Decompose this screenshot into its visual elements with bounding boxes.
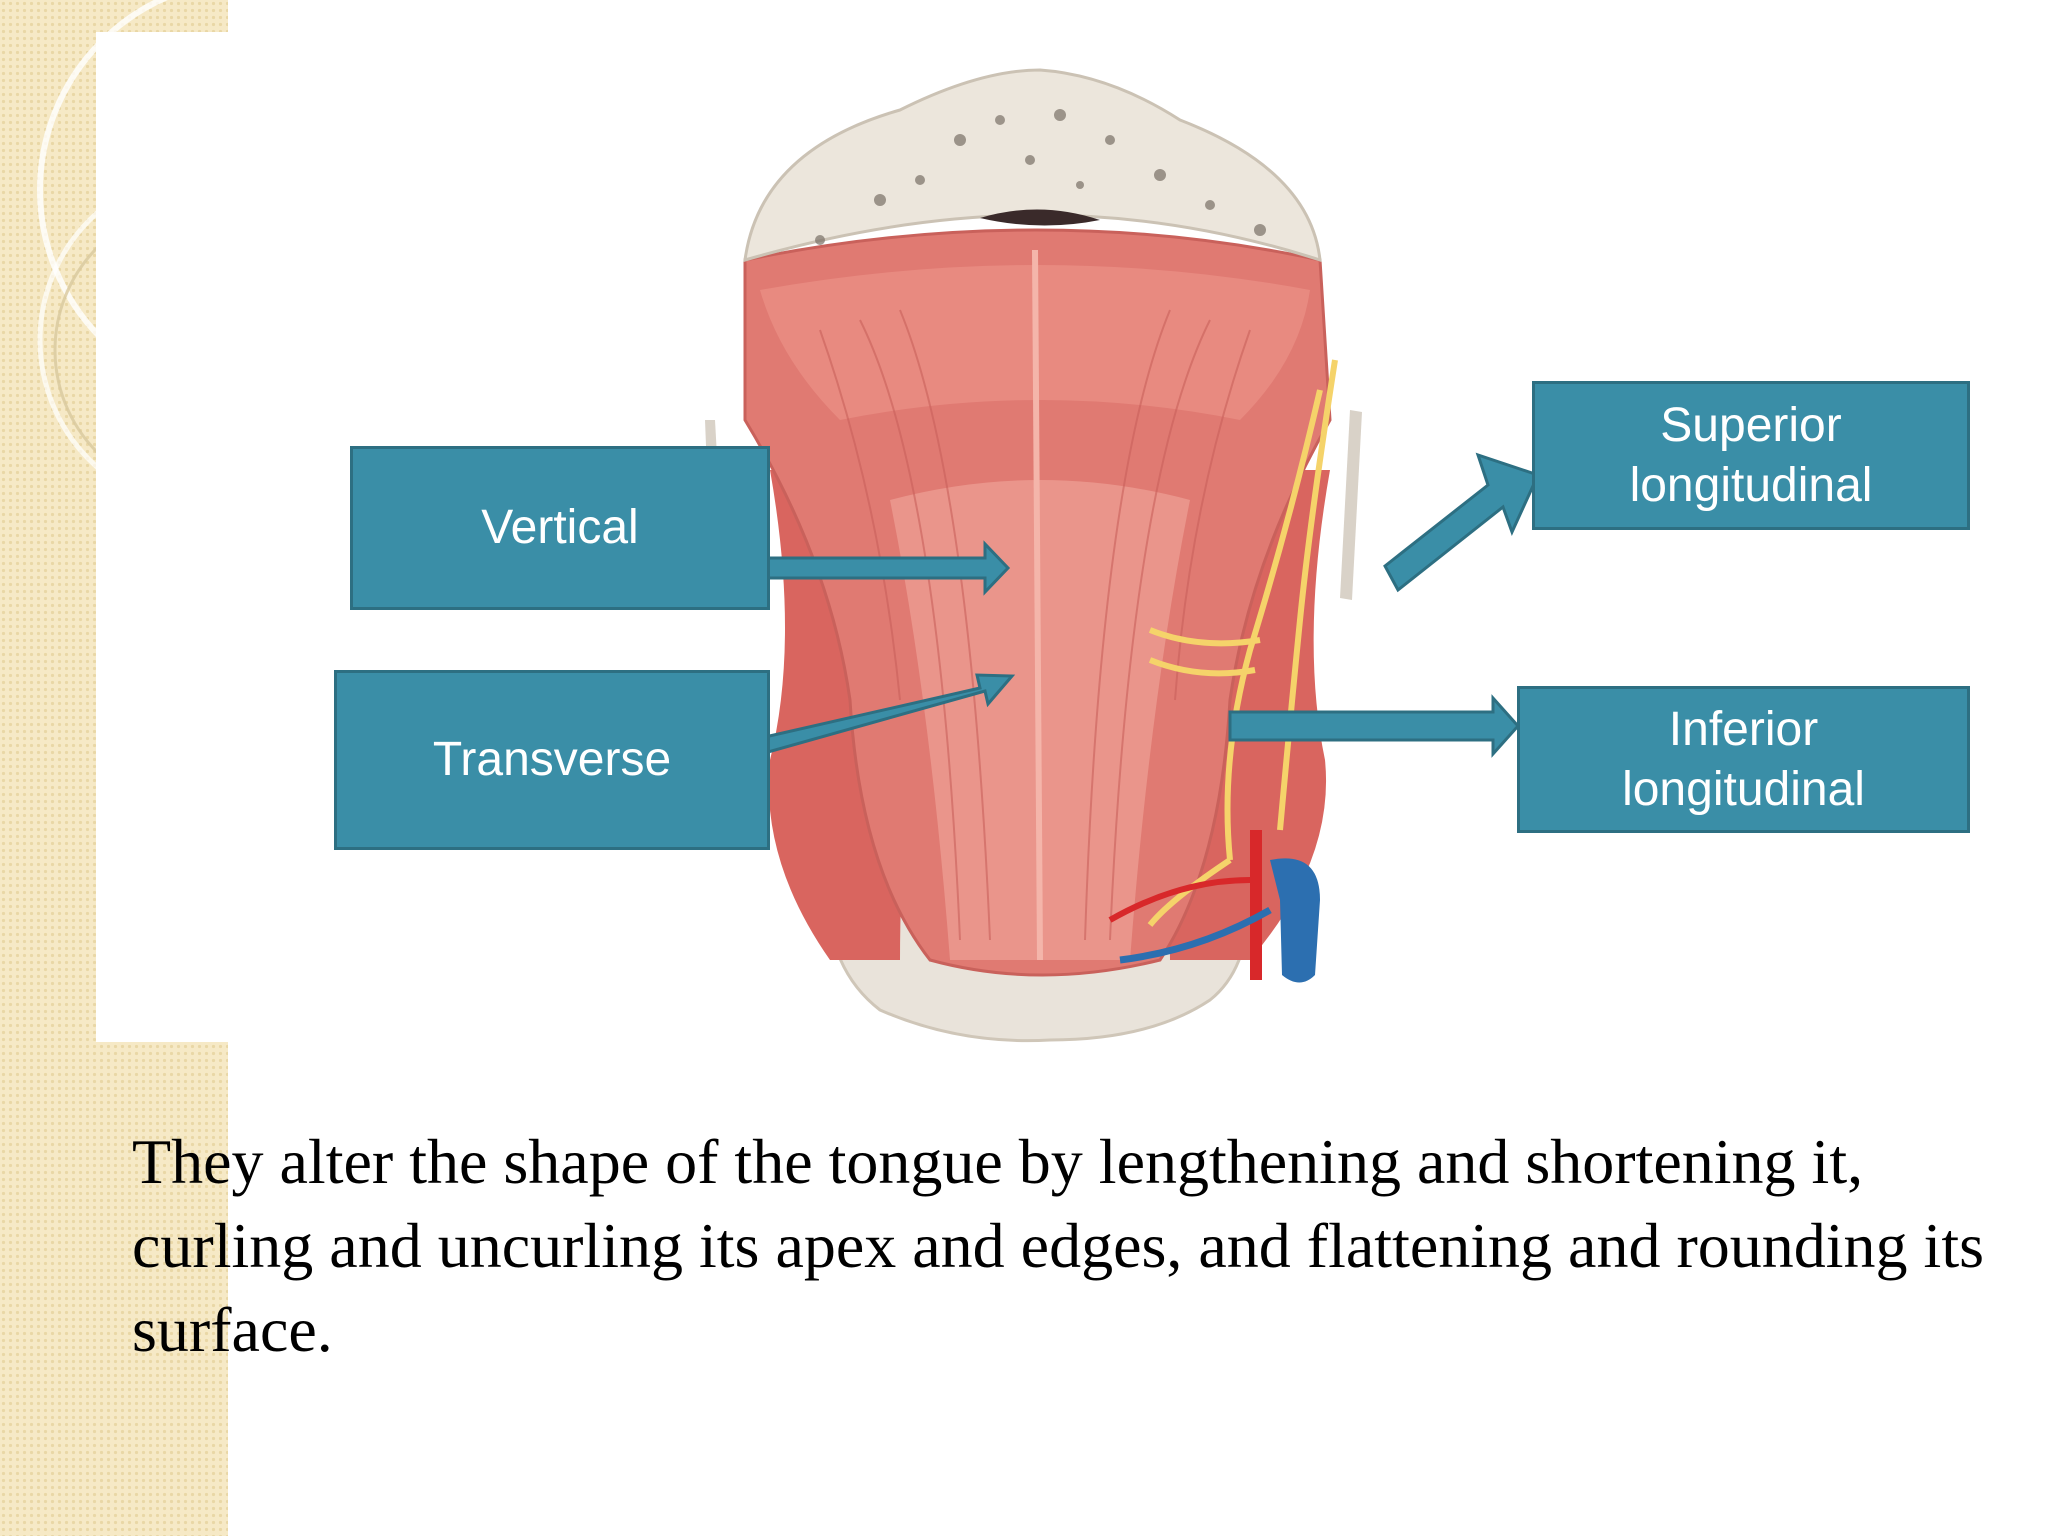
inferior-label-line1: Inferior	[1668, 702, 1819, 756]
superior-longitudinal-label-box: Superior longitudinal	[1532, 381, 1970, 530]
superior-arrow	[1383, 452, 1541, 593]
superior-label-line1: Superior	[1660, 398, 1842, 452]
mandible-inner-gap	[980, 209, 1100, 226]
transverse-arrow	[727, 673, 1016, 763]
inferior-arrow	[1228, 694, 1521, 758]
vertical-label-box: Vertical	[350, 446, 770, 610]
vertical-arrow	[728, 540, 1011, 596]
superior-label-line2: longitudinal	[1629, 458, 1873, 512]
artery-branch	[1108, 877, 1251, 923]
inferior-longitudinal-label-box: Inferior longitudinal	[1517, 686, 1970, 833]
caption-text: They alter the shape of the tongue by le…	[132, 1126, 1984, 1365]
right-jaw-stub	[1340, 410, 1362, 600]
inferior-label-line2: longitudinal	[1622, 762, 1865, 816]
transverse-label-box: Transverse	[334, 670, 770, 850]
transverse-label: Transverse	[432, 733, 672, 786]
vein-branch	[1119, 906, 1272, 964]
nerves	[1147, 359, 1338, 927]
vertical-label: Vertical	[481, 501, 639, 554]
vein	[1270, 858, 1320, 983]
artery	[1250, 830, 1262, 980]
median-septum	[1032, 249, 1043, 961]
